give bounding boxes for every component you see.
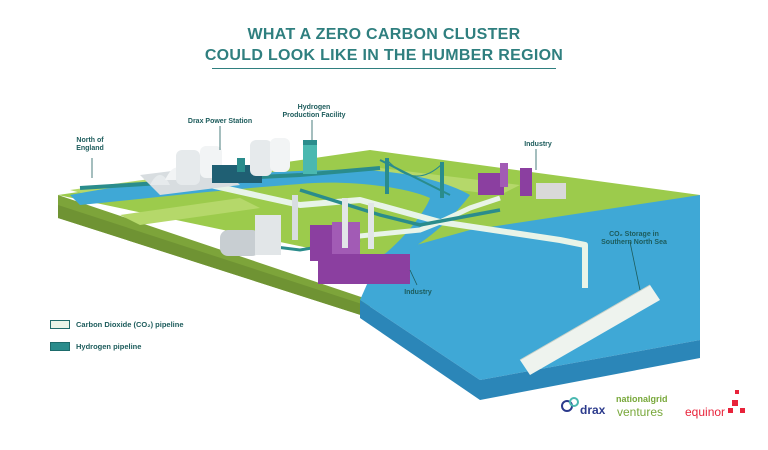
drax-power-station xyxy=(140,138,290,195)
sea-top xyxy=(360,195,700,380)
label-co2-storage: CO₂ Storage in Southern North Sea xyxy=(601,231,667,246)
ventures-logo: ventures xyxy=(617,405,664,419)
equinor-logo: equinor xyxy=(685,405,726,419)
label-industry-bottom: Industry xyxy=(404,289,432,296)
drax-logo: drax xyxy=(580,403,606,417)
equinor-star-icon xyxy=(728,390,745,413)
industry-bottom xyxy=(220,195,410,284)
legend-co2: Carbon Dioxide (CO₂) pipeline xyxy=(50,320,184,329)
nationalgrid-logo: nationalgrid xyxy=(616,394,668,404)
label-hydrogen-facility: Hydrogen Production Facility xyxy=(282,104,346,119)
legend-hydrogen: Hydrogen pipeline xyxy=(50,342,141,351)
leader-line xyxy=(409,269,418,286)
co2-pipeline-branch xyxy=(438,195,501,225)
co2-pipeline-swatch xyxy=(50,320,70,329)
label-industry-top: Industry xyxy=(524,141,552,148)
hydrogen-pipeline xyxy=(299,188,501,227)
co2-storage xyxy=(519,284,660,375)
land-side-bottom xyxy=(58,205,370,318)
hydrogen-facility xyxy=(303,140,317,174)
sea-side xyxy=(360,300,700,400)
title-line-1: WHAT A ZERO CARBON CLUSTER xyxy=(247,26,521,43)
humber-bridge xyxy=(379,158,451,198)
label-north-of-england: North of England xyxy=(76,137,104,152)
hydrogen-pipeline-swatch xyxy=(50,342,70,351)
drax-logo-icon xyxy=(561,397,579,412)
industry-top xyxy=(478,163,566,199)
label-drax-power-station: Drax Power Station xyxy=(187,118,253,125)
title-line-2: COULD LOOK LIKE IN THE HUMBER REGION xyxy=(204,47,564,64)
leader-line xyxy=(629,241,641,291)
field-strip xyxy=(120,198,260,225)
title-underline xyxy=(212,68,556,69)
